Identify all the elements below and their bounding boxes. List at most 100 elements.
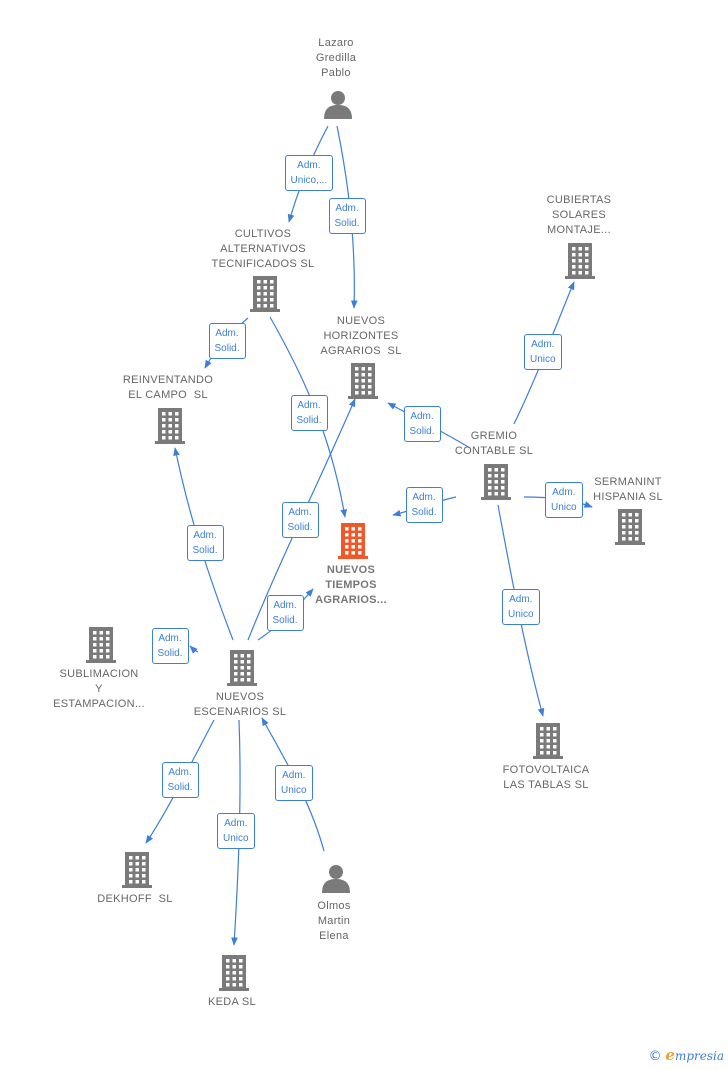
person-icon [322, 865, 350, 893]
node-label-line: Lazaro [318, 37, 354, 49]
node-label-line: Y [95, 683, 103, 695]
node-label-line: SERMANINT [594, 476, 662, 488]
building-icon [227, 648, 257, 691]
node-label-line: CUBIERTAS [546, 194, 612, 206]
node-label: DEKHOFF SL [60, 892, 210, 907]
edge-label-line: Adm. [412, 492, 436, 503]
building-icon [86, 627, 116, 663]
edge-label-line: Adm. [282, 770, 306, 781]
building-icon [219, 953, 249, 996]
brand-initial: e [665, 1046, 675, 1064]
node-label-line: AGRARIOS SL [320, 345, 402, 357]
node-label-line: NUEVOS [336, 315, 386, 327]
empresia-logo: © empresia [649, 1046, 724, 1064]
building-icon [348, 363, 378, 399]
node-label-line: KEDA SL [208, 996, 256, 1008]
edge-label[interactable]: Adm. Unico [217, 813, 255, 849]
building-icon [348, 361, 378, 404]
edge-label-line: Solid. [214, 343, 240, 354]
edge-label[interactable]: Adm.Solid. [328, 198, 366, 234]
edge-label-line: Solid. [167, 782, 193, 793]
edge-label-line: Adm. [168, 767, 192, 778]
edge-label-line: Solid. [334, 218, 360, 229]
edge-label-line: Adm. [158, 633, 182, 644]
node-label-line: CONTABLE SL [454, 445, 534, 457]
edge-label[interactable]: Adm. Unico [275, 765, 313, 801]
edge-nuevos-escenarios-to-sublimacion [189, 645, 199, 654]
edge-label-line: Unico [223, 833, 249, 844]
node-label-line: HISPANIA SL [593, 491, 663, 503]
edge-label-line: Adm. [297, 400, 321, 411]
edge-label[interactable]: Adm.Solid. [186, 525, 224, 561]
edge-label[interactable]: Adm.Solid. [403, 406, 441, 442]
building-icon [86, 625, 116, 668]
building-icon [565, 243, 595, 279]
edge-label-line: Solid. [272, 615, 298, 626]
edge-label-line: Unico [508, 609, 534, 620]
edge-label-line: Adm. [288, 507, 312, 518]
edge-label[interactable]: Adm.Solid. [281, 502, 319, 538]
edge-label-line: Unico,... [290, 175, 328, 186]
edge-label[interactable]: Adm. Solid. [405, 487, 443, 523]
building-icon [533, 723, 563, 759]
node-label-line: LAS TABLAS SL [503, 779, 589, 791]
edge-label[interactable]: Adm. Solid. [266, 595, 304, 631]
edge-label[interactable]: Adm. Unico,... [284, 155, 334, 191]
edge-label-line: Unico [281, 785, 307, 796]
building-icon [250, 276, 280, 312]
node-label-line: AGRARIOS... [315, 594, 387, 606]
edge-label-line: Solid. [157, 648, 183, 659]
edge-label-line: Adm. [224, 818, 248, 829]
node-label: SERMANINT HISPANIA SL [553, 475, 703, 505]
node-label-line: Martin [317, 915, 351, 927]
node-label-line: NUEVOS [326, 564, 376, 576]
edge-label[interactable]: Adm.Unico [524, 334, 562, 370]
edge-label-line: Adm. [552, 487, 576, 498]
building-icon [565, 241, 595, 284]
edge-label-line: Solid. [409, 426, 435, 437]
node-label-line: TIEMPOS [325, 579, 377, 591]
node-label-line: MONTAJE... [547, 224, 611, 236]
edge-label-line: Adm. [273, 600, 297, 611]
edge-label-line: Solid. [411, 507, 437, 518]
building-icon [122, 852, 152, 888]
edge-label-line: Adm. [509, 594, 533, 605]
node-label-line: ESCENARIOS SL [193, 706, 287, 718]
node-label: GREMIO CONTABLE SL [419, 429, 569, 459]
node-label-line: Elena [319, 930, 349, 942]
edge-label[interactable]: Adm. Solid. [208, 323, 246, 359]
edge-label-line: Solid. [296, 415, 322, 426]
person-icon [324, 91, 352, 119]
node-label-line: Olmos [317, 900, 351, 912]
node-label-line: SUBLIMACION [59, 668, 139, 680]
edge-label[interactable]: Adm. Unico [502, 589, 540, 625]
node-label-line: NUEVOS [215, 691, 265, 703]
node-label-line: ALTERNATIVOS [220, 243, 306, 255]
node-label-line: EL CAMPO SL [128, 389, 208, 401]
edge-label-line: Solid. [192, 545, 218, 556]
node-label-line: TECNIFICADOS SL [211, 258, 315, 270]
node-label-line: GREMIO [470, 430, 518, 442]
node-label: NUEVOS ESCENARIOS SL [165, 690, 315, 720]
building-icon [155, 406, 185, 449]
building-icon [250, 274, 280, 317]
brand-name: mpresia [674, 1049, 724, 1063]
edge-label-line: Adm. [215, 328, 239, 339]
edge-label[interactable]: Adm. Solid. [290, 395, 328, 431]
building-icon [615, 507, 645, 550]
node-label-line: SOLARES [551, 209, 607, 221]
edge-label-line: Adm. [297, 160, 321, 171]
building-icon [533, 721, 563, 764]
person-icon [321, 863, 351, 898]
edge-label[interactable]: Adm.Unico [545, 482, 583, 518]
edge-label[interactable]: Adm. Solid. [161, 762, 199, 798]
building-icon [122, 850, 152, 893]
edge-label[interactable]: Adm. Solid. [151, 628, 189, 664]
